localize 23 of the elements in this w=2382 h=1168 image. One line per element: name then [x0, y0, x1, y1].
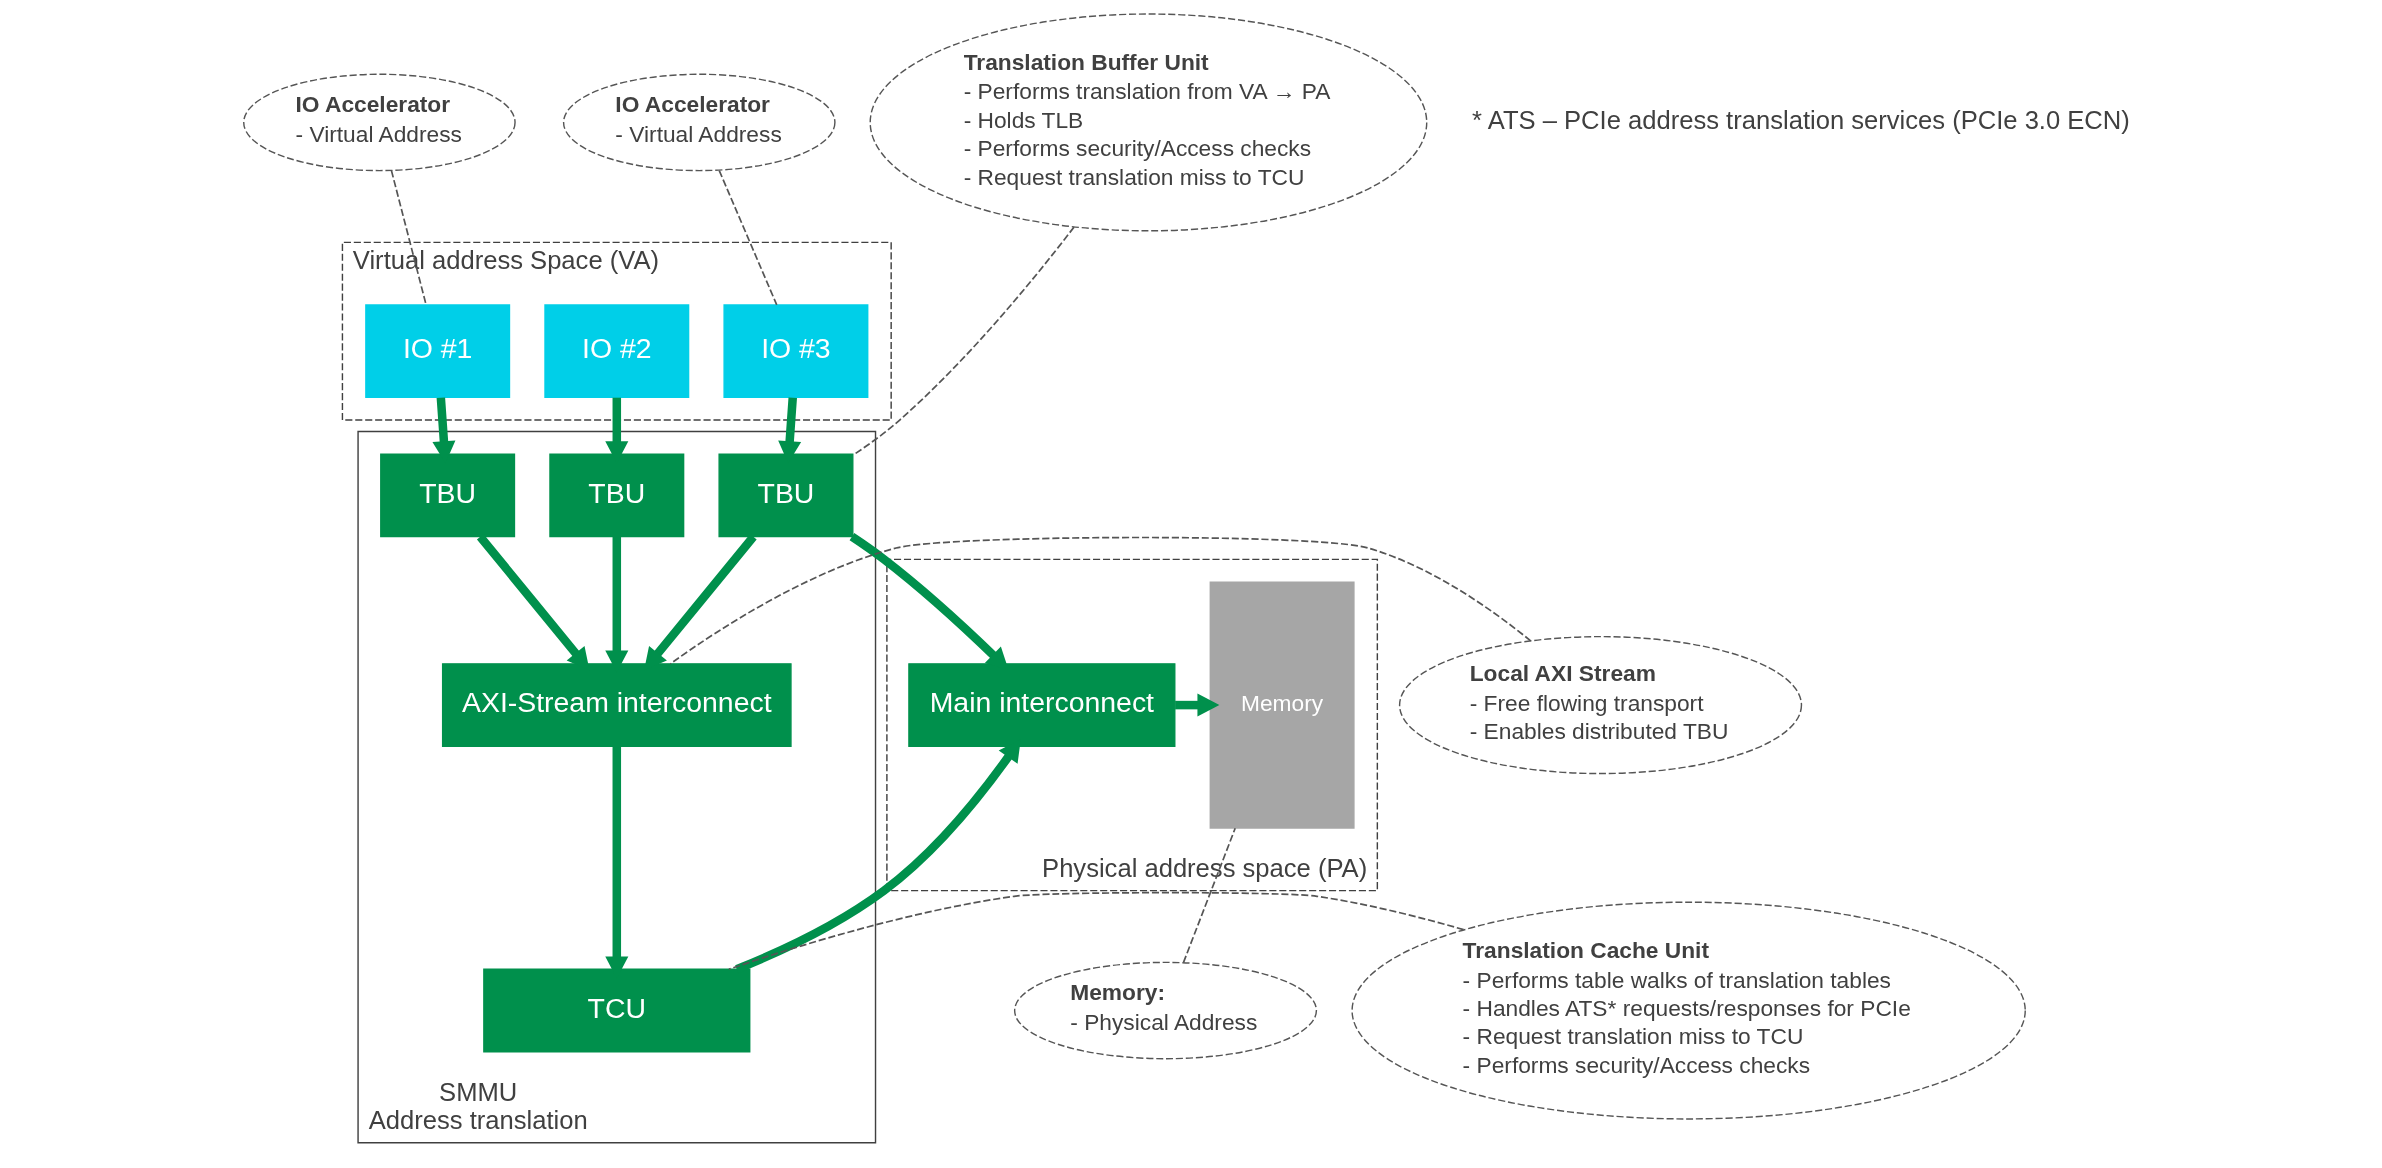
node-ellipse: IO Accelerator - Virtual Address — [562, 73, 836, 172]
node-ellipse: Local AXI Stream - Free flowing transport - Enables distributed TBU — [1398, 635, 1802, 775]
node-box: IO #1 — [364, 304, 510, 399]
connector — [669, 536, 1532, 665]
node-box: TCU — [482, 968, 750, 1053]
label: * ATS – PCIe address translation services (PCIe 3.0 ECN) — [1471, 105, 2130, 134]
node-box: Main interconnect — [907, 663, 1175, 748]
node-box: IO #2 — [543, 304, 689, 399]
connector — [727, 891, 1464, 971]
connector — [1182, 827, 1236, 964]
node-box: TBU — [717, 453, 853, 538]
node-box: IO #3 — [722, 304, 868, 399]
node-box: TBU — [379, 453, 515, 538]
node-ellipse: IO Accelerator - Virtual Address — [242, 73, 516, 172]
node-ellipse: Translation Buffer Unit - Performs translation from VA → PA - Holds TLB - Performs security/Access checks - Request translation miss to TCU — [869, 13, 1427, 232]
node-box: Memory — [1209, 581, 1355, 829]
connector — [390, 169, 427, 306]
arrow — [1174, 693, 1219, 717]
node-box: TBU — [548, 453, 684, 538]
node-ellipse: Translation Cache Unit - Performs table walks of translation tables - Handles ATS* requests/responses for PCIe - Request translation miss to TCU - Performs security/Access checks — [1350, 901, 2026, 1120]
node-ellipse: Memory: - Physical Address — [1013, 961, 1317, 1060]
connector — [717, 169, 778, 306]
node-box: AXI-Stream interconnect — [441, 663, 792, 748]
